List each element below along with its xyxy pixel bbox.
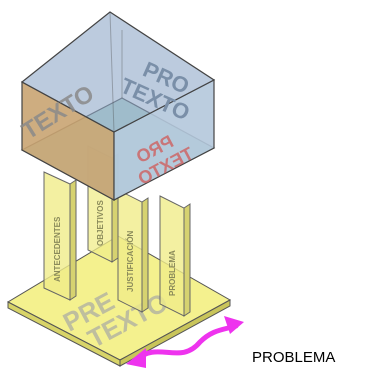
problema-caption: PROBLEMA bbox=[252, 349, 336, 366]
cube: TEXTO PRO TEXTO PRO TEXTO bbox=[17, 11, 216, 202]
pillar-label-2: JUSTIFICACIÓN bbox=[126, 230, 135, 292]
pillar-label-1: OBJETIVOS bbox=[96, 200, 105, 246]
pillar-label-3: PROBLEMA bbox=[168, 250, 177, 296]
double-arrow-icon bbox=[126, 316, 244, 368]
cube-top-face bbox=[20, 11, 216, 133]
pillar-label-0: ANTECEDENTES bbox=[53, 216, 62, 282]
